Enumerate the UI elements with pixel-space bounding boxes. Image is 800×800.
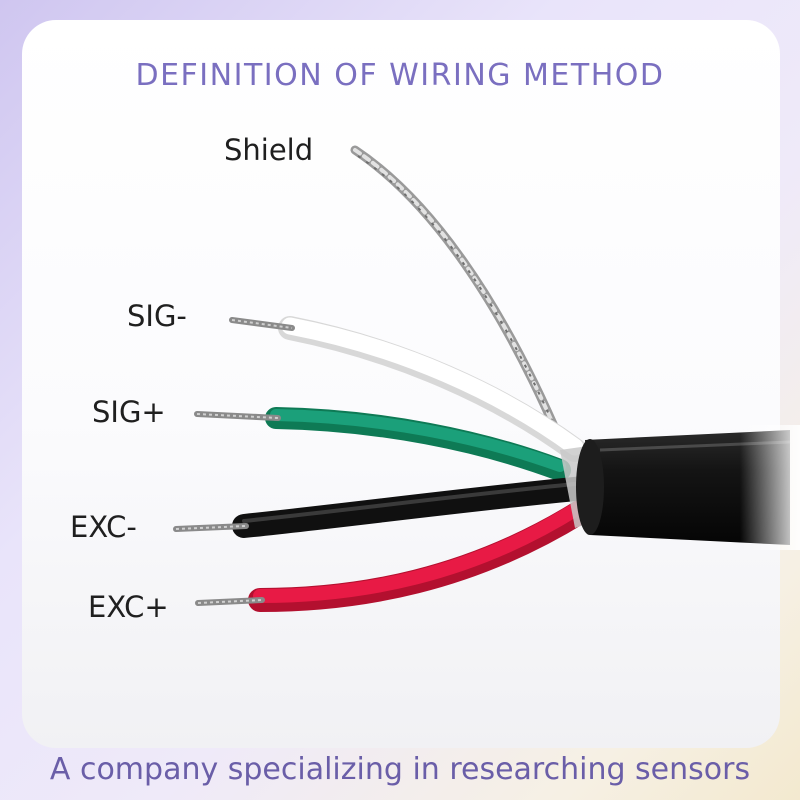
shield-wire [350, 145, 565, 447]
label-shield: Shield [224, 133, 314, 167]
exc-minus-wire [173, 476, 597, 538]
company-tagline: A company specializing in researching se… [49, 752, 751, 787]
cable-jacket [576, 425, 800, 550]
content-card [22, 20, 780, 748]
sig-minus-wire [229, 316, 587, 462]
page-title: DEFINITION OF WIRING METHOD [135, 58, 665, 93]
sig-plus-wire [194, 407, 571, 481]
exc-plus-wire [195, 500, 592, 612]
label-exc-minus: EXC- [70, 510, 137, 544]
label-exc-plus: EXC+ [88, 590, 169, 624]
label-sig-plus: SIG+ [92, 395, 166, 429]
label-sig-minus: SIG- [127, 299, 187, 333]
